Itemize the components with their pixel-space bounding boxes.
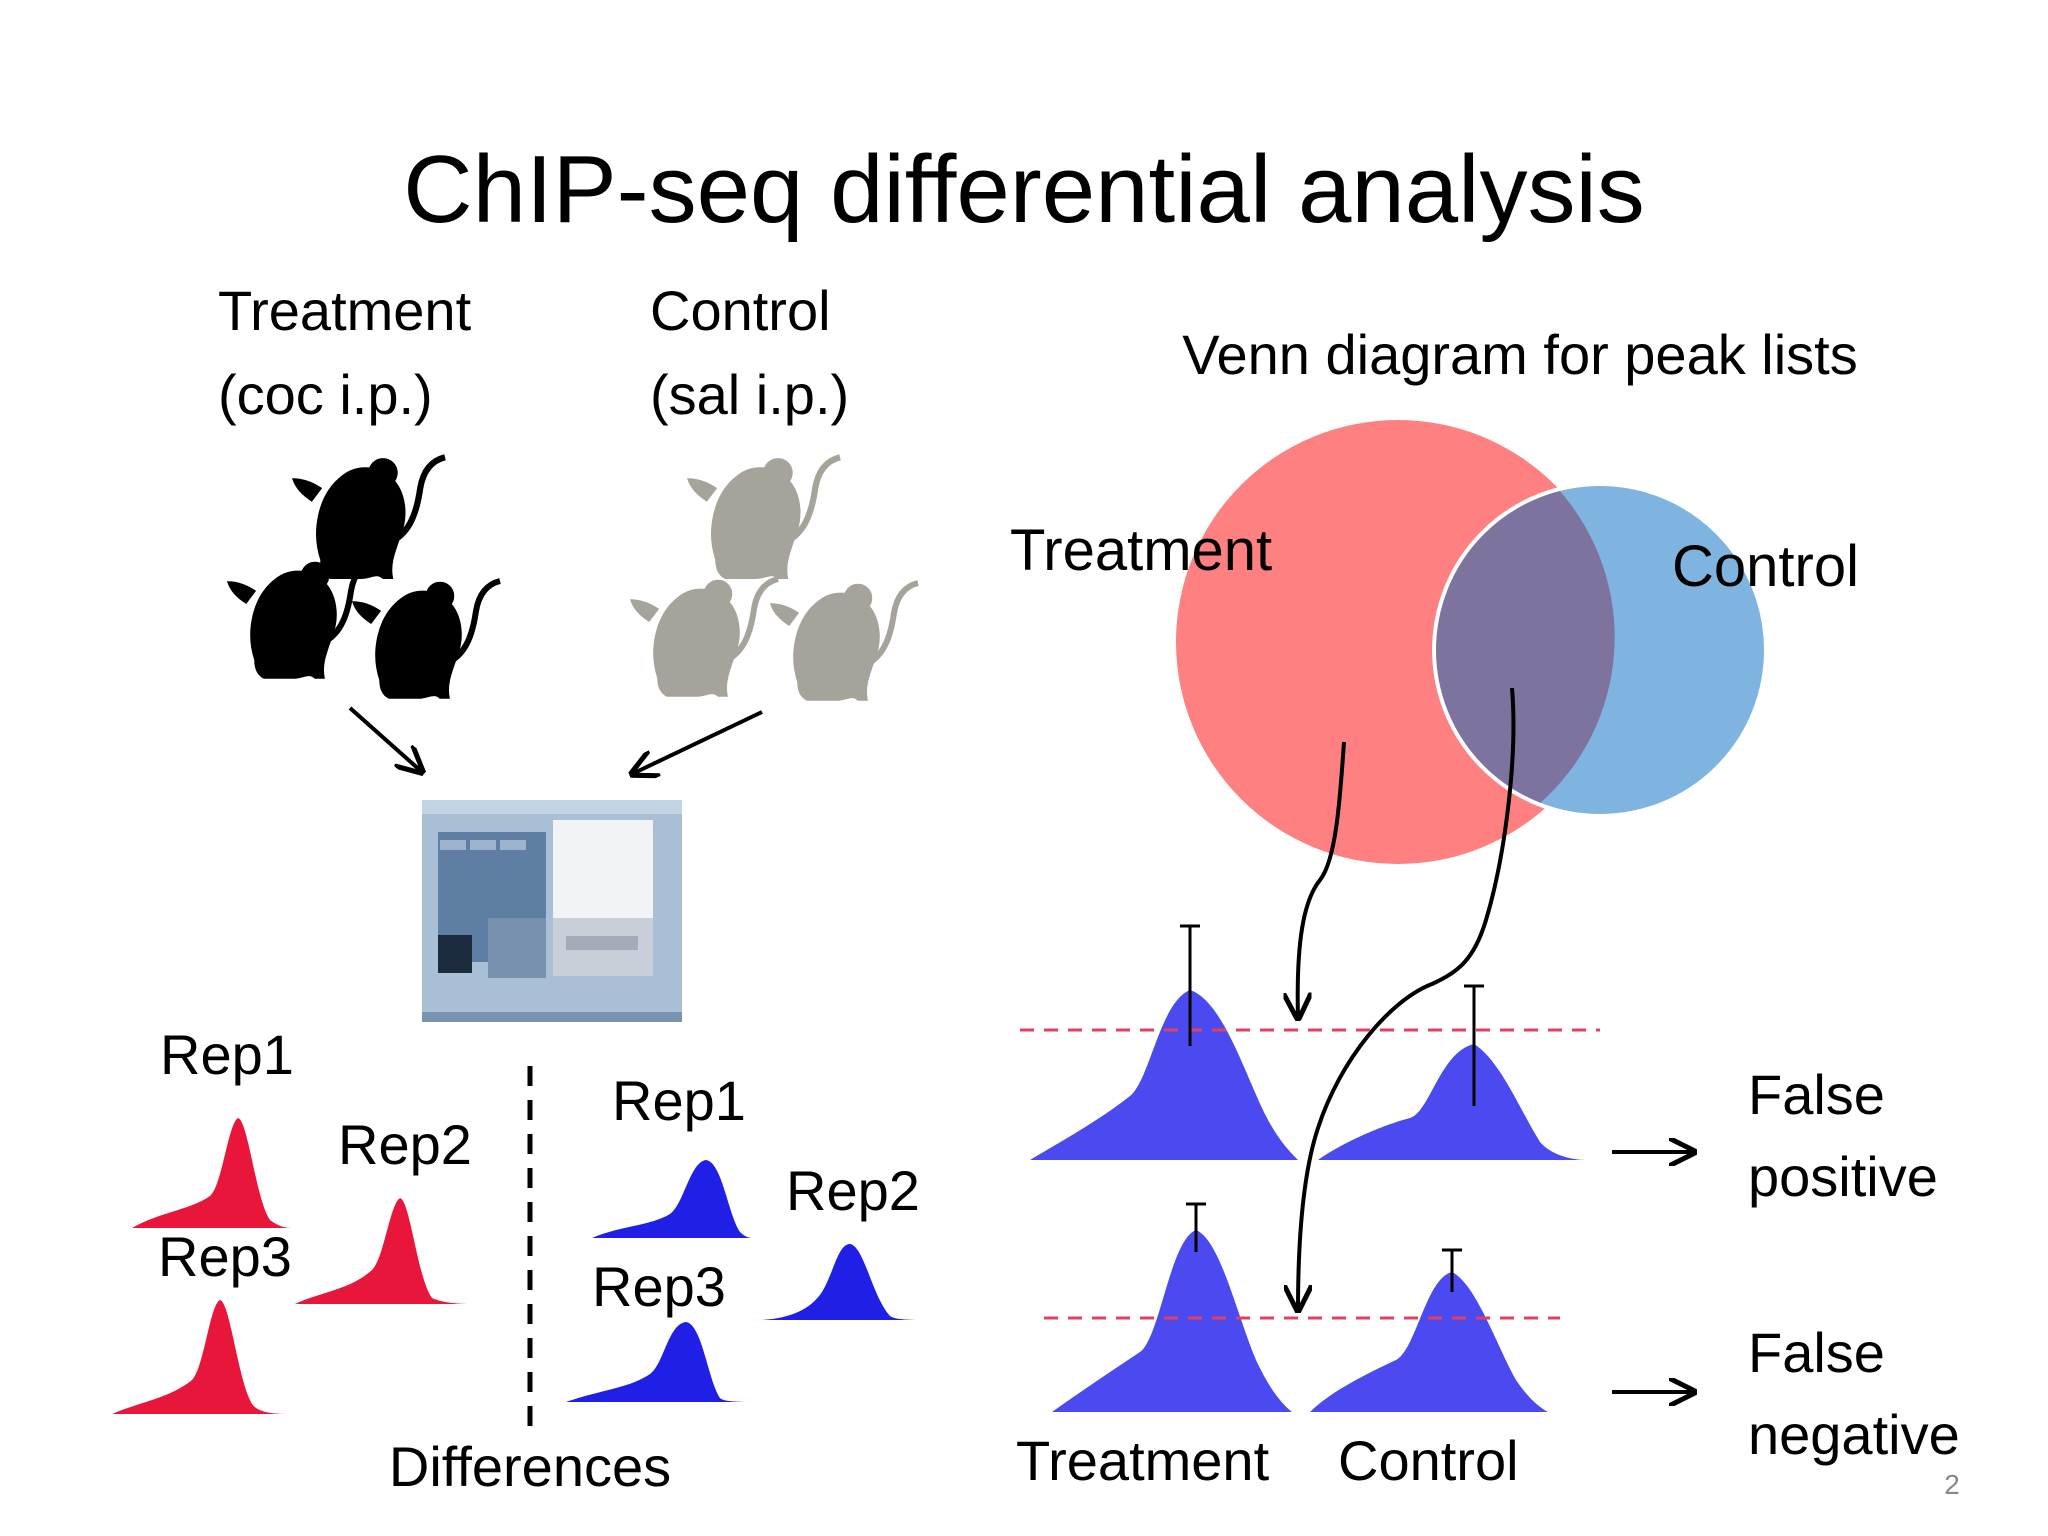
mouse-icon: [353, 581, 500, 698]
treatment-sub: (coc i.p.): [218, 363, 433, 426]
control-sub: (sal i.p.): [650, 363, 849, 426]
treatment-replicate-peaks: [112, 1118, 470, 1414]
treatment-rep1-label: Rep1: [160, 1023, 294, 1086]
control-label: Control: [650, 279, 831, 342]
control-mice: [631, 457, 918, 700]
venn-diagram: [1176, 420, 1768, 864]
treatment-peak: [1030, 990, 1298, 1160]
mouse-icon: [771, 583, 918, 700]
venn-control-outline: [1432, 482, 1768, 818]
sequencer-icon: [422, 800, 682, 1022]
false-positive-line1: False: [1748, 1063, 1885, 1126]
venn-control-label: Control: [1672, 534, 1859, 599]
control-rep3-peak: [566, 1322, 760, 1402]
slide-title: ChIP-seq differential analysis: [403, 136, 1645, 243]
treatment-mice: [228, 457, 500, 698]
arrow-icon: [632, 710, 763, 774]
treatment-rep3-label: Rep3: [158, 1225, 292, 1288]
peaks-treatment-label: Treatment: [1016, 1429, 1270, 1492]
treatment-rep2-peak: [295, 1198, 470, 1304]
venn-treatment-label: Treatment: [1010, 518, 1272, 583]
treatment-peak: [1052, 1230, 1292, 1412]
control-rep1-peak: [592, 1160, 752, 1238]
control-peak: [1310, 1272, 1548, 1412]
false-positive-peaks: [1020, 924, 1600, 1160]
mouse-icon: [688, 457, 840, 578]
venn-title: Venn diagram for peak lists: [1182, 323, 1857, 386]
page-number: 2: [1944, 1469, 1960, 1500]
control-rep2-peak: [762, 1244, 930, 1320]
treatment-rep2-label: Rep2: [338, 1113, 472, 1176]
treatment-label: Treatment: [218, 279, 472, 342]
control-replicate-peaks: [566, 1160, 930, 1402]
venn-overlap: [1431, 489, 1615, 805]
control-rep2-label: Rep2: [786, 1159, 920, 1222]
control-rep3-label: Rep3: [592, 1255, 726, 1318]
arrow-icon: [1298, 741, 1346, 1018]
differences-label: Differences: [389, 1435, 671, 1498]
control-peak: [1318, 1044, 1586, 1160]
peaks-control-label: Control: [1338, 1429, 1519, 1492]
control-rep1-label: Rep1: [612, 1069, 746, 1132]
treatment-rep1-peak: [132, 1118, 292, 1228]
false-negative-line1: False: [1748, 1321, 1885, 1384]
false-positive-line2: positive: [1748, 1145, 1938, 1208]
false-negative-line2: negative: [1748, 1403, 1960, 1466]
treatment-rep3-peak: [112, 1300, 290, 1414]
mouse-icon: [228, 561, 375, 678]
arrow-icon: [1298, 687, 1516, 1310]
arrow-icon: [348, 706, 422, 772]
false-negative-peaks: [1044, 1202, 1560, 1412]
mouse-icon: [631, 579, 778, 696]
